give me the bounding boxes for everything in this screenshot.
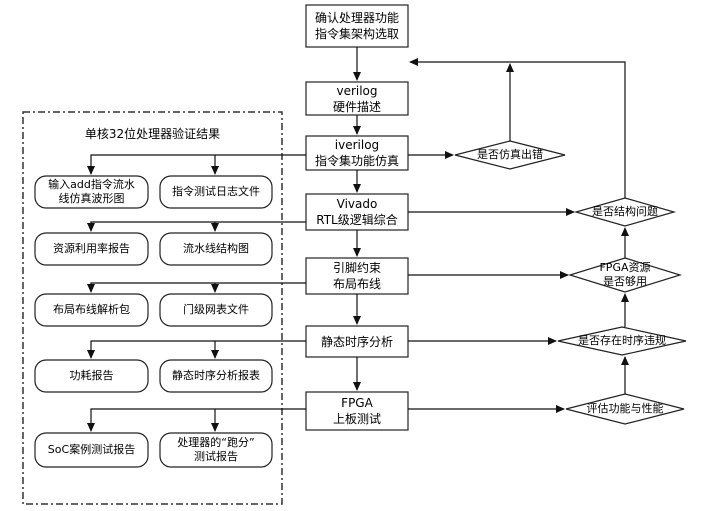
arrow-fpga-to-results [87,408,306,432]
decision-timing [557,326,687,356]
result-box-sta-report [159,359,273,393]
process-box-vivado [305,193,409,231]
connectors [87,47,629,432]
process-box-spec [305,4,409,48]
result-box-pnr-package [34,293,149,327]
result-box-netlist [159,293,273,327]
arrow-structure-feedback [409,58,626,198]
decision-structure [573,197,677,227]
result-box-benchmark [159,432,273,468]
decision-sim-error [454,140,566,170]
result-box-soc [34,432,149,468]
result-box-test-log [159,175,273,209]
arrow-sta-to-results [87,340,306,359]
arrow-vivado-to-results [87,221,306,232]
process-box-fpga [305,391,409,431]
decision-resources [567,257,683,293]
process-box-pnr [305,257,409,295]
arrow-iverilog-to-results [87,154,306,175]
result-box-pipeline [159,232,273,266]
arrow-pnr-to-results [87,282,306,293]
process-box-verilog [305,81,409,116]
result-box-utilization [34,232,149,266]
result-box-power [34,359,149,393]
process-box-sta [305,325,409,358]
result-boxes [34,175,273,468]
process-box-iverilog [305,135,409,171]
decision-diamonds [454,140,687,425]
decision-evaluate [565,393,685,425]
result-box-waveform [34,175,149,209]
results-group-border [22,111,283,505]
